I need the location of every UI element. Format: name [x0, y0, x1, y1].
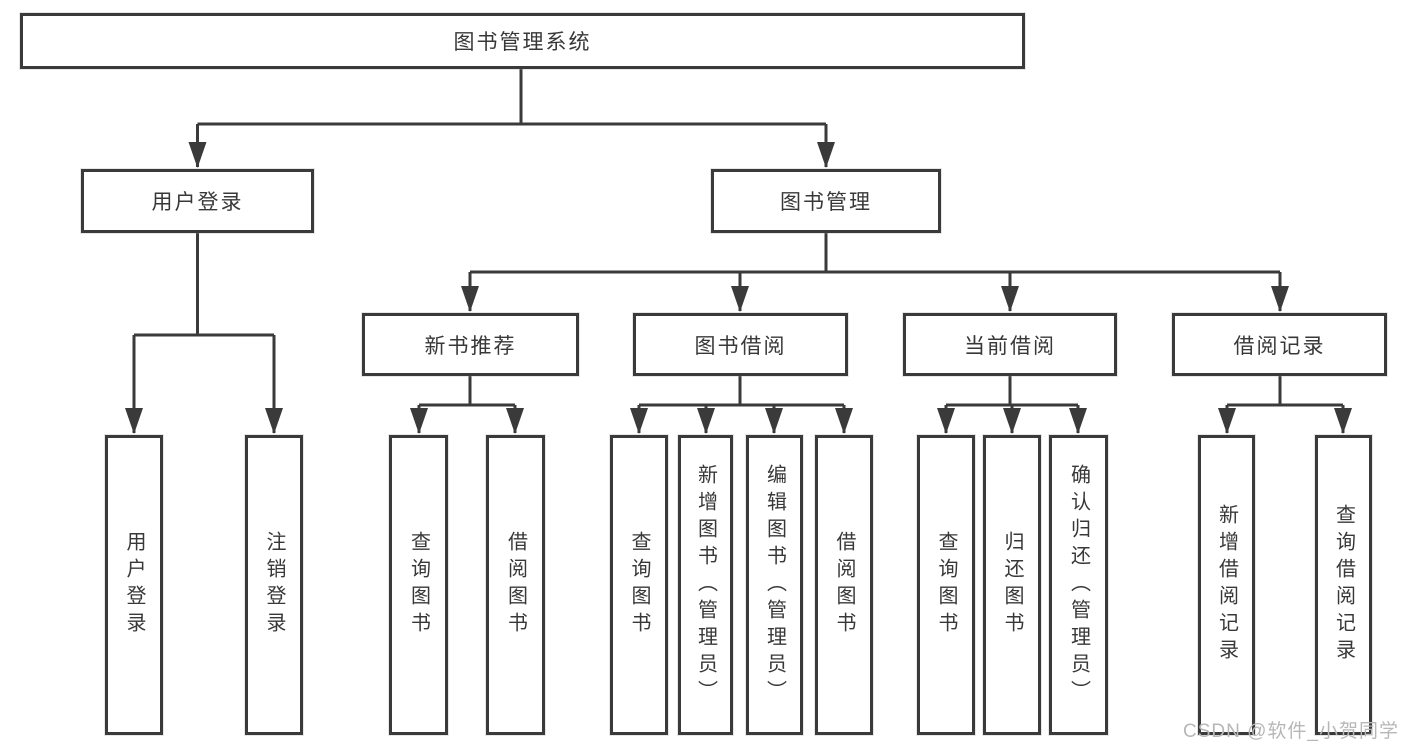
leaf-query-book-2-label: 查询图书 — [628, 531, 650, 639]
node-new-book-recommendation-label: 新书推荐 — [424, 334, 517, 358]
node-book-borrowing-label: 图书借阅 — [694, 334, 787, 358]
leaf-edit-book-admin-label: 编辑图书（管理员） — [763, 463, 786, 707]
leaf-edit-book-admin: 编辑图书（管理员） — [746, 435, 803, 735]
node-book-management: 图书管理 — [711, 169, 941, 233]
leaf-logout-label: 注销登录 — [263, 531, 285, 639]
node-book-borrowing: 图书借阅 — [633, 313, 848, 376]
leaf-borrow-book-1: 借阅图书 — [486, 435, 545, 735]
node-current-borrowing: 当前借阅 — [903, 313, 1117, 376]
node-root: 图书管理系统 — [20, 13, 1025, 69]
node-new-book-recommendation: 新书推荐 — [362, 313, 579, 376]
node-borrowing-records-label: 借阅记录 — [1233, 334, 1326, 358]
node-user-login: 用户登录 — [81, 169, 314, 233]
leaf-return-book-label: 归还图书 — [1001, 531, 1023, 639]
leaf-borrow-book-2-label: 借阅图书 — [833, 531, 855, 639]
leaf-return-book: 归还图书 — [983, 435, 1041, 735]
leaf-query-borrow-record-label: 查询借阅记录 — [1332, 504, 1355, 666]
leaf-query-borrow-record: 查询借阅记录 — [1315, 435, 1372, 735]
leaf-logout: 注销登录 — [245, 435, 303, 735]
leaf-add-borrow-record-label: 新增借阅记录 — [1215, 504, 1238, 666]
leaf-query-book-2: 查询图书 — [610, 435, 668, 735]
leaf-add-book-admin: 新增图书（管理员） — [678, 435, 733, 735]
leaf-borrow-book-2: 借阅图书 — [815, 435, 873, 735]
leaf-user-login-label: 用户登录 — [123, 531, 145, 639]
leaf-user-login: 用户登录 — [105, 435, 163, 735]
leaf-query-book-3-label: 查询图书 — [935, 531, 957, 639]
leaf-borrow-book-1-label: 借阅图书 — [504, 531, 527, 639]
node-borrowing-records: 借阅记录 — [1172, 313, 1387, 376]
leaf-query-book-1: 查询图书 — [389, 435, 448, 735]
leaf-confirm-return-admin: 确认归还（管理员） — [1049, 435, 1108, 735]
node-book-management-label: 图书管理 — [780, 191, 872, 214]
leaf-query-book-1-label: 查询图书 — [407, 531, 430, 639]
leaf-add-book-admin-label: 新增图书（管理员） — [694, 463, 717, 707]
node-user-login-label: 用户登录 — [151, 191, 244, 214]
leaf-confirm-return-admin-label: 确认归还（管理员） — [1067, 463, 1090, 707]
leaf-add-borrow-record: 新增借阅记录 — [1198, 435, 1255, 735]
node-root-label: 图书管理系统 — [453, 31, 592, 54]
leaf-query-book-3: 查询图书 — [917, 435, 975, 735]
csdn-watermark: CSDN @软件_小贺同学 — [1183, 721, 1399, 742]
node-current-borrowing-label: 当前借阅 — [964, 334, 1056, 358]
